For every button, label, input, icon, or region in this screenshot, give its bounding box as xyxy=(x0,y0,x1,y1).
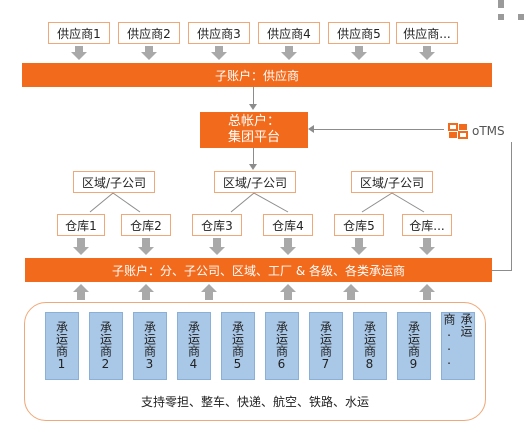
arrow-stem xyxy=(423,46,431,52)
carrier-box: 承运商3 xyxy=(133,312,167,380)
corner-decoration xyxy=(498,0,504,8)
down-arrow-icon xyxy=(419,52,435,60)
up-arrow-icon xyxy=(138,284,154,292)
arrow-stem xyxy=(423,292,431,300)
carrier-box: 承运商7 xyxy=(309,312,343,380)
carrier-box: 承运商2 xyxy=(89,312,123,380)
down-arrow-icon xyxy=(249,104,257,110)
connector-line xyxy=(253,87,254,106)
carrier-box: 承运商1 xyxy=(45,312,79,380)
down-arrow-icon xyxy=(141,52,157,60)
down-arrow-icon xyxy=(249,164,257,170)
connector-line xyxy=(253,148,254,166)
down-arrow-icon xyxy=(351,247,367,255)
supplier-box: 供应商3 xyxy=(188,22,250,44)
down-arrow-icon xyxy=(138,247,154,255)
arrow-stem xyxy=(355,238,363,247)
carrier-box: 承运商4 xyxy=(177,312,211,380)
arrow-stem xyxy=(284,292,292,300)
supplier-box: 供应商5 xyxy=(328,22,390,44)
supplier-box: 供应商2 xyxy=(118,22,180,44)
carrier-container xyxy=(24,302,486,421)
sub-account-branch-bar: 子账户：分、子公司、区域、工厂 & 各级、各类承运商 xyxy=(25,258,492,282)
region-box: 区域/子公司 xyxy=(73,171,155,193)
arrow-stem xyxy=(355,46,363,52)
otms-brand-name: oTMS xyxy=(472,124,505,138)
arrow-stem xyxy=(145,46,153,52)
carrier-box: 承运商6 xyxy=(265,312,299,380)
connector-line xyxy=(511,142,512,270)
up-arrow-icon xyxy=(419,284,435,292)
warehouse-box: 仓库2 xyxy=(121,214,171,236)
left-arrow-icon xyxy=(308,125,314,133)
carrier-box: 承运商9 xyxy=(397,312,431,380)
arrow-stem xyxy=(215,46,223,52)
down-arrow-icon xyxy=(71,52,87,60)
arrow-stem xyxy=(284,238,292,247)
connector-line xyxy=(312,129,444,130)
arrow-stem xyxy=(142,238,150,247)
corner-decoration xyxy=(498,14,504,20)
region-box: 区域/子公司 xyxy=(351,171,433,193)
corner-decoration xyxy=(518,14,524,20)
supplier-box: 供应商... xyxy=(396,22,458,44)
carrier-box: 承运商... xyxy=(441,312,475,380)
arrow-stem xyxy=(423,238,431,247)
up-arrow-icon xyxy=(73,284,89,292)
down-arrow-icon xyxy=(280,247,296,255)
down-arrow-icon xyxy=(419,247,435,255)
arrow-stem xyxy=(142,292,150,300)
arrow-stem xyxy=(205,292,213,300)
carrier-box: 承运商8 xyxy=(353,312,387,380)
carrier-box: 承运商5 xyxy=(221,312,255,380)
connector-line xyxy=(492,270,512,271)
warehouse-box: 仓库1 xyxy=(57,214,105,236)
down-arrow-icon xyxy=(351,52,367,60)
arrow-stem xyxy=(285,46,293,52)
supplier-box: 供应商4 xyxy=(258,22,320,44)
warehouse-box: 仓库4 xyxy=(263,214,313,236)
otms-logo-icon xyxy=(448,123,468,139)
up-arrow-icon xyxy=(201,284,217,292)
otms-logo: oTMS xyxy=(448,121,518,141)
up-arrow-icon xyxy=(280,284,296,292)
arrow-stem xyxy=(75,46,83,52)
region-box: 区域/子公司 xyxy=(214,171,296,193)
warehouse-box: 仓库... xyxy=(402,214,452,236)
up-arrow-icon xyxy=(343,284,359,292)
down-arrow-icon xyxy=(209,247,225,255)
arrow-stem xyxy=(77,292,85,300)
sub-account-supplier-bar: 子账户：供应商 xyxy=(22,63,492,87)
warehouse-box: 仓库3 xyxy=(192,214,242,236)
arrow-stem xyxy=(213,238,221,247)
master-account-box: 总帐户： 集团平台 xyxy=(200,112,308,148)
warehouse-box: 仓库5 xyxy=(334,214,384,236)
down-arrow-icon xyxy=(281,52,297,60)
supplier-box: 供应商1 xyxy=(48,22,110,44)
down-arrow-icon xyxy=(211,52,227,60)
down-arrow-icon xyxy=(73,247,89,255)
arrow-stem xyxy=(347,292,355,300)
transport-modes-text: 支持零担、整车、快递、航空、铁路、水运 xyxy=(140,395,369,409)
arrow-stem xyxy=(77,238,85,247)
